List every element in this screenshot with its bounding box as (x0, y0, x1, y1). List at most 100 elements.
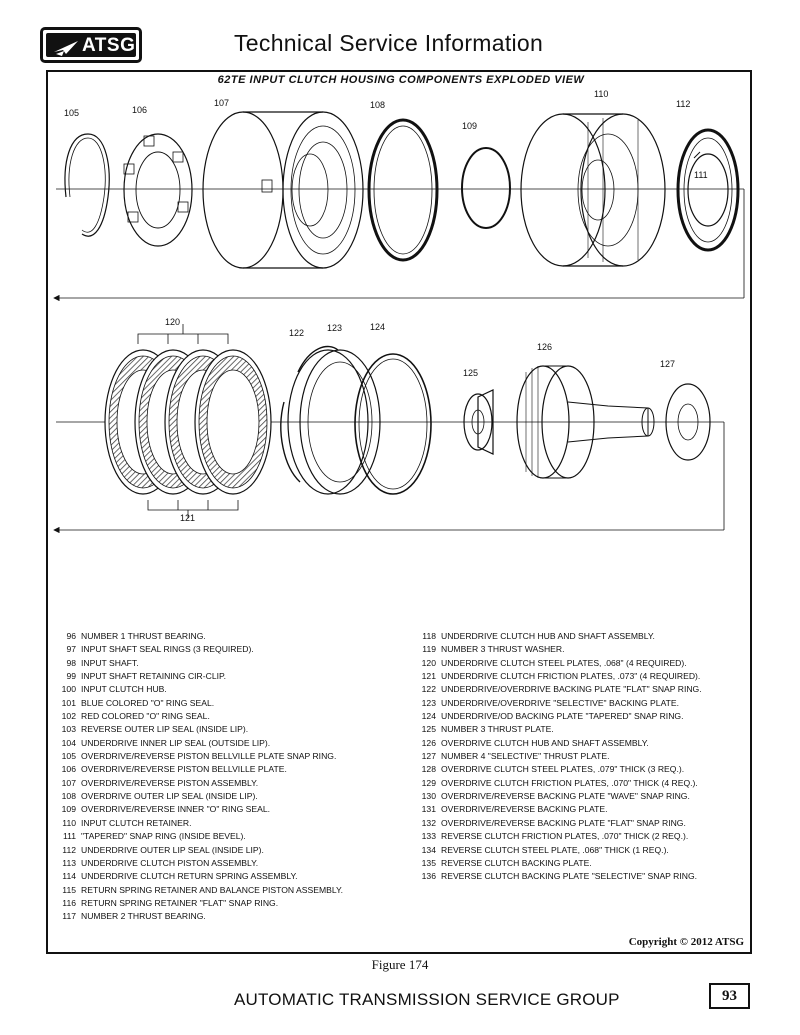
part-description: OVERDRIVE OUTER LIP SEAL (INSIDE LIP). (81, 791, 258, 802)
part-number: 120 (421, 657, 436, 668)
snap-ring-105 (64, 133, 110, 237)
part-row: 99 INPUT SHAFT RETAINING CIR-CLIP. (54, 670, 414, 683)
callout-123: 123 (327, 323, 343, 333)
part-number: 99 (66, 671, 76, 682)
part-description: OVERDRIVE/REVERSE PISTON ASSEMBLY. (81, 777, 259, 788)
part-description: REVERSE CLUTCH STEEL PLATE, .068" THICK … (441, 844, 669, 855)
part-number: 122 (421, 684, 436, 695)
part-row: 120 UNDERDRIVE CLUTCH STEEL PLATES, .068"… (414, 657, 754, 670)
callout-127: 127 (660, 359, 676, 369)
part-description: RED COLORED "O" RING SEAL. (81, 711, 210, 722)
part-row: 134 REVERSE CLUTCH STEEL PLATE, .068" THI… (414, 844, 754, 857)
part-description: OVERDRIVE/REVERSE BACKING PLATE. (441, 804, 608, 815)
tapered-snap-ring-111 (687, 151, 729, 227)
part-number: 112 (62, 844, 76, 855)
part-row: 133 REVERSE CLUTCH FRICTION PLATES, .070"… (414, 830, 754, 843)
logo-badge: ATSG (46, 33, 136, 57)
part-number: 136 (421, 871, 436, 882)
figure-frame: 62TE INPUT CLUTCH HOUSING COMPONENTS EXP… (46, 70, 752, 954)
part-number: 114 (62, 871, 76, 882)
part-number: 117 (62, 911, 76, 922)
callout-110: 110 (594, 89, 609, 99)
clutch-pack-120-121 (104, 324, 272, 518)
part-number: 134 (421, 844, 436, 855)
footer-org: AUTOMATIC TRANSMISSION SERVICE GROUP (234, 990, 620, 1009)
callout-112: 112 (676, 99, 691, 109)
part-description: INPUT CLUTCH HUB. (81, 684, 167, 695)
part-description: UNDERDRIVE CLUTCH PISTON ASSEMBLY. (81, 857, 259, 868)
part-row: 128 OVERDRIVE CLUTCH STEEL PLATES, .079" … (414, 763, 754, 776)
part-description: UNDERDRIVE CLUTCH RETURN SPRING ASSEMBLY… (81, 871, 298, 882)
part-description: RETURN SPRING RETAINER "FLAT" SNAP RING. (81, 897, 279, 908)
backing-plate-123 (287, 349, 381, 495)
part-description: UNDERDRIVE INNER LIP SEAL (OUTSIDE LIP). (81, 737, 271, 748)
part-number: 109 (61, 804, 76, 815)
part-description: OVERDRIVE CLUTCH STEEL PLATES, .079" THI… (441, 764, 685, 775)
part-number: 124 (421, 711, 436, 722)
part-number: 119 (422, 644, 436, 655)
part-number: 133 (421, 831, 436, 842)
part-description: UNDERDRIVE CLUTCH STEEL PLATES, .068" (4… (441, 657, 687, 668)
flat-snap-ring-122 (280, 345, 339, 483)
part-description: REVERSE CLUTCH FRICTION PLATES, .070" TH… (441, 831, 689, 842)
part-description: UNDERDRIVE/OD BACKING PLATE "TAPERED" SN… (441, 711, 684, 722)
bellville-plate-106 (123, 133, 193, 247)
part-row: 113 UNDERDRIVE CLUTCH PISTON ASSEMBLY. (54, 857, 414, 870)
top-row-axis (53, 188, 745, 302)
part-description: NUMBER 1 THRUST BEARING. (81, 631, 206, 641)
figure-caption: Figure 174 (371, 957, 429, 972)
part-row: 107 OVERDRIVE/REVERSE PISTON ASSEMBLY. (54, 777, 414, 790)
callout-111: 111 (694, 170, 708, 180)
tapered-snap-ring-124 (354, 353, 432, 495)
part-description: INPUT SHAFT RETAINING CIR-CLIP. (81, 671, 227, 682)
callout-107: 107 (214, 98, 230, 108)
part-number: 113 (62, 857, 76, 868)
part-number: 121 (421, 671, 436, 682)
part-number: 125 (421, 724, 436, 735)
lip-seal-108 (367, 118, 439, 262)
page-number: 93 (709, 983, 750, 1009)
part-number: 116 (62, 897, 76, 908)
o-ring-109 (461, 147, 511, 229)
part-number: 130 (421, 791, 436, 802)
part-number: 101 (61, 697, 76, 708)
part-number: 98 (66, 657, 76, 668)
thrust-plate-127 (665, 383, 711, 461)
part-description: NUMBER 3 THRUST WASHER. (441, 644, 565, 655)
part-description: OVERDRIVE/REVERSE INNER "O" RING SEAL. (81, 804, 270, 815)
part-number: 106 (61, 764, 76, 775)
part-number: 128 (421, 764, 436, 775)
callout-125: 125 (463, 368, 479, 378)
callout-108: 108 (370, 100, 386, 110)
part-row: 124 UNDERDRIVE/OD BACKING PLATE "TAPERED"… (414, 710, 754, 723)
callout-120: 120 (165, 317, 181, 327)
part-number: 105 (61, 751, 76, 762)
od-clutch-hub-126 (516, 365, 655, 479)
part-number: 107 (61, 777, 76, 788)
atsg-logo: ATSG (40, 27, 142, 63)
part-number: 135 (421, 857, 436, 868)
airplane-icon (54, 41, 78, 56)
